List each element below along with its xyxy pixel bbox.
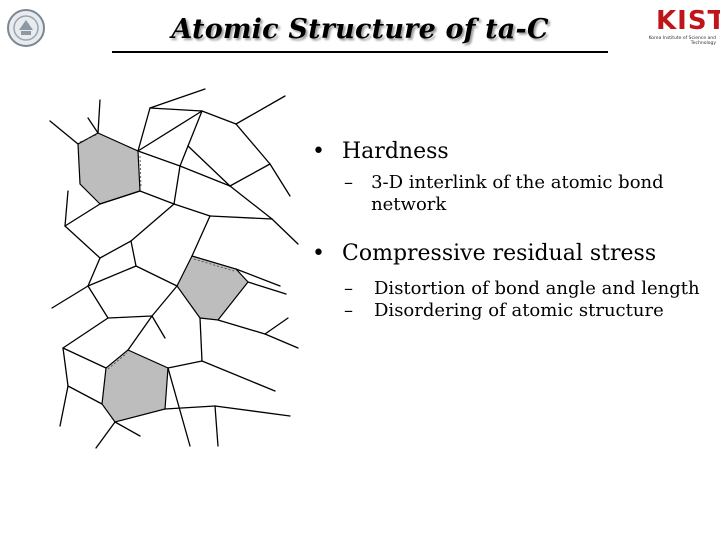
ring-bottom	[101, 349, 169, 423]
bullet-dash-icon: –	[344, 300, 353, 321]
sub-bullet-item: – Disordering of atomic structure	[344, 300, 708, 322]
logo-mark: KIST	[656, 6, 720, 36]
logo-subtitle: Korea Institute of Science and Technolog…	[648, 36, 716, 46]
bullet-label: Compressive residual stress	[342, 241, 657, 266]
bullet-item: • Compressive residual stress	[308, 240, 708, 268]
bullet-item: • Hardness	[308, 138, 708, 166]
sub-bullet-item: – Distortion of bond angle and length	[344, 278, 708, 300]
bullet-label: Hardness	[342, 139, 449, 164]
sub-bullet-text: Distortion of bond angle and length	[374, 278, 700, 299]
ring-middle	[176, 255, 249, 321]
bullet-dot-icon: •	[312, 139, 325, 164]
bullet-dash-icon: –	[344, 172, 353, 193]
sub-bullet-text: Disordering of atomic structure	[374, 300, 664, 321]
sub-bullet-text: 3-D interlink of the atomic bond network	[371, 172, 664, 215]
bullet-dot-icon: •	[312, 241, 325, 266]
carbon-network-diagram	[49, 88, 299, 449]
sub-bullet-item: – 3-D interlink of the atomic bond netwo…	[344, 172, 708, 216]
slide-title: Atomic Structure of ta-C	[171, 14, 549, 45]
title-underline	[112, 51, 608, 53]
university-seal-icon	[7, 9, 45, 47]
bullet-dash-icon: –	[344, 278, 353, 299]
bullet-list: • Hardness – 3-D interlink of the atomic…	[308, 138, 708, 322]
kist-logo: KIST Korea Institute of Science and Tech…	[636, 4, 720, 52]
